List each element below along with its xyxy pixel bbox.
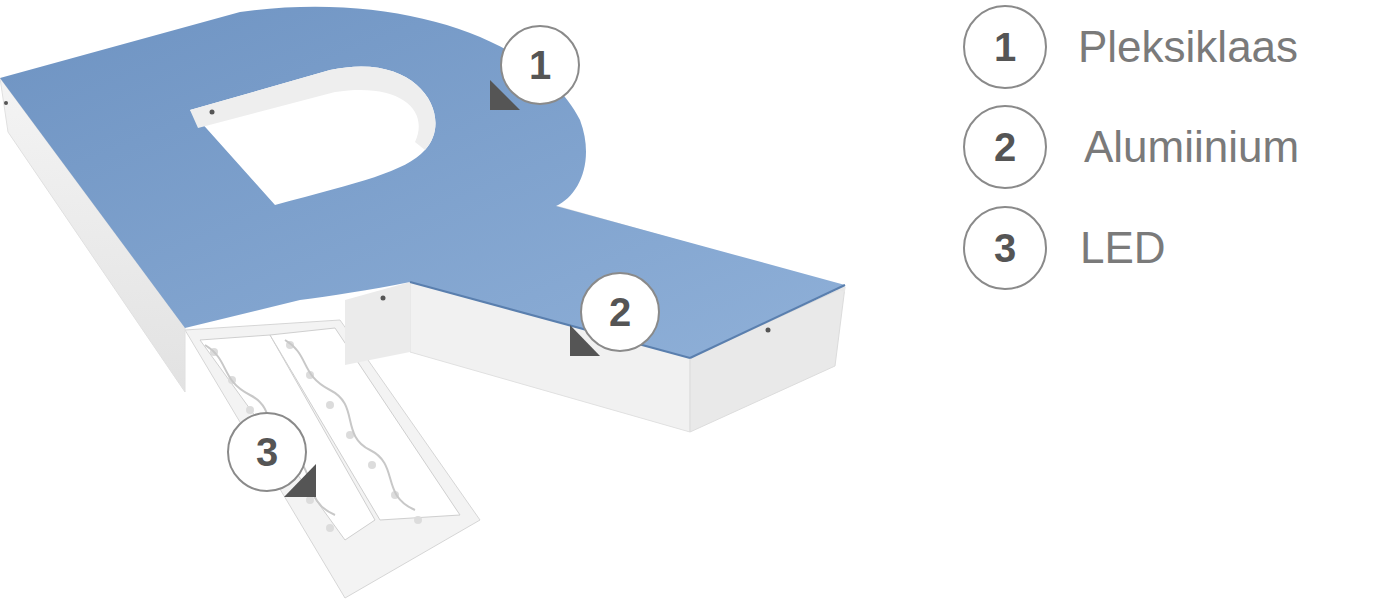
callout-number: 3 xyxy=(994,228,1016,268)
callout-number: 1 xyxy=(529,45,551,85)
callout-number: 2 xyxy=(994,127,1016,167)
callout-circle: 3 xyxy=(227,412,307,492)
part-name: Alumiinium xyxy=(1084,125,1299,169)
callout-number: 1 xyxy=(994,27,1016,67)
part-name: LED xyxy=(1080,226,1166,270)
legend-circle: 3 xyxy=(963,206,1047,290)
legend-circle: 1 xyxy=(963,5,1047,89)
callout-number: 2 xyxy=(609,292,631,332)
part-name: Pleksiklaas xyxy=(1078,25,1298,69)
legend-circle: 2 xyxy=(963,105,1047,189)
callout-circle: 1 xyxy=(500,25,580,105)
callout-number: 3 xyxy=(256,432,278,472)
callout-circle: 2 xyxy=(580,272,660,352)
